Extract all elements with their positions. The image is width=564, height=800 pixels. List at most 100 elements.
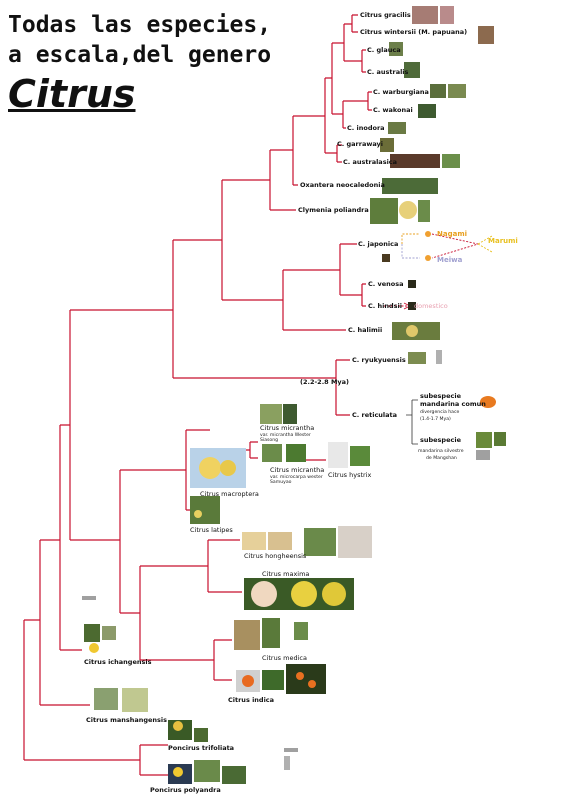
- thumb-indica-3: [286, 664, 326, 694]
- title-line-1: Todas las especies,: [8, 12, 272, 38]
- thumb-halimii-fruit: [406, 325, 418, 337]
- label-australasica: C. australasica: [343, 158, 397, 166]
- thumb-manshangensis: [94, 688, 118, 710]
- label-macroptera: Citrus macroptera: [200, 490, 259, 498]
- thumb-micrantha1-2: [283, 404, 297, 424]
- label-wintersii: Citrus wintersii (M. papuana): [360, 28, 467, 36]
- label-mya: (2.2-2.8 Mya): [300, 378, 349, 386]
- thumb-indica-2: [262, 670, 284, 690]
- thumb-hystrix: [328, 442, 348, 468]
- label-ryukyuensis: C. ryukyuensis: [352, 356, 406, 364]
- label-glauca: C. glauca: [367, 46, 401, 54]
- thumb-glauca: [389, 42, 403, 56]
- thumb-inodora: [388, 122, 406, 134]
- sub2-place: de Mangshan: [426, 455, 457, 461]
- label-reticulata: C. reticulata: [352, 411, 397, 419]
- label-micrantha-2-loc: Samuyao: [270, 479, 292, 485]
- thumb-micrantha2: [262, 444, 282, 462]
- label-indica: Citrus indica: [228, 696, 274, 704]
- species-thumbnails: [82, 6, 506, 784]
- label-hystrix: Citrus hystrix: [328, 471, 372, 479]
- thumb-hystrix-2: [350, 446, 370, 466]
- thumb-medica-2: [262, 618, 280, 648]
- label-oxantera: Oxantera neocaledonia: [300, 181, 385, 189]
- label-clymenia: Clymenia poliandra: [298, 206, 369, 214]
- label-trifoliata: Poncirus trifoliata: [168, 744, 234, 752]
- label-micrantha-1: Citrus micrantha: [260, 424, 314, 432]
- label-venosa: C. venosa: [368, 280, 404, 288]
- thumb-hindsii: [408, 302, 416, 310]
- thumb-ichangensis-2: [102, 626, 116, 640]
- label-australis: C. australis: [367, 68, 409, 76]
- thumb-wakonai: [418, 104, 436, 118]
- thumb-maxima-fruit: [251, 581, 277, 607]
- thumb-maxima-fruit-2: [291, 581, 317, 607]
- label-inodora: C. inodora: [347, 124, 385, 132]
- label-nagami: Nagami: [437, 230, 467, 238]
- label-gracilis: Citrus gracilis: [360, 11, 411, 19]
- sub1-note: divergencia hace: [420, 409, 460, 415]
- title-line-2: a escala,del genero: [8, 42, 272, 68]
- thumb-australis: [404, 62, 420, 78]
- thumb-manshangensis-2: [122, 688, 148, 712]
- thumb-ryukyuensis: [408, 352, 426, 364]
- thumb-hongheensis-3: [304, 528, 336, 556]
- thumb-micrantha2-2: [286, 444, 306, 462]
- thumb-polyandra-5: [284, 756, 290, 770]
- label-japonica: C. japonica: [358, 240, 398, 248]
- thumb-garrawayi: [380, 138, 394, 152]
- label-latipes: Citrus latipes: [190, 526, 233, 534]
- thumb-medica-3: [294, 622, 308, 640]
- thumb-ichangensis-3: [82, 596, 96, 600]
- thumb-macroptera-fruit: [199, 457, 221, 479]
- label-micrantha-1-loc: Siasong: [260, 437, 278, 443]
- label-micrantha-1-var: var. micrantha Wester: [260, 432, 311, 438]
- sub1-title: subespecie: [420, 392, 462, 400]
- thumb-polyandra-fruit: [173, 767, 183, 777]
- thumb-gracilis: [412, 6, 438, 24]
- thumb-macroptera-fruit-2: [220, 460, 236, 476]
- tree-annotations: Nagami Marumi Meiwa domestico (2.2-2.8 M…: [300, 230, 518, 461]
- thumb-mandarin: [480, 396, 496, 408]
- thumb-polyandra-2: [194, 760, 220, 782]
- title-genus: Citrus: [8, 72, 136, 116]
- sub1-date: (1.4-1.7 Mya): [420, 416, 451, 422]
- thumb-nagami: [425, 231, 431, 237]
- thumb-polyandra-4: [284, 748, 298, 752]
- label-domestico: domestico: [414, 302, 448, 310]
- label-ichangensis: Citrus ichangensis: [84, 658, 152, 666]
- thumb-polyandra-3: [222, 766, 246, 784]
- label-manshangensis: Citrus manshangensis: [86, 716, 167, 724]
- label-halimii: C. halimii: [348, 326, 382, 334]
- thumb-indica-fruit-3: [308, 680, 316, 688]
- label-medica: Citrus medica: [262, 654, 307, 662]
- label-wakonai: C. wakonai: [373, 106, 413, 114]
- label-meiwa: Meiwa: [437, 256, 463, 264]
- thumb-clymenia-fruit: [399, 201, 417, 219]
- thumb-maxima-fruit-3: [322, 582, 346, 606]
- thumb-indica-fruit: [242, 675, 254, 687]
- thumb-ryukyuensis-2: [436, 350, 442, 364]
- thumb-warburgiana-2: [448, 84, 466, 98]
- thumb-japonica: [382, 254, 390, 262]
- thumb-trifoliata-2: [194, 728, 208, 742]
- thumb-medica: [234, 620, 260, 650]
- label-hongheensis: Citrus hongheensis: [244, 552, 307, 560]
- page-title: Todas las especies, a escala,del genero …: [8, 10, 308, 118]
- thumb-hongheensis-4: [338, 526, 372, 558]
- label-warburgiana: C. warburgiana: [373, 88, 429, 96]
- label-garrawayi: C. garrawayi: [337, 140, 383, 148]
- thumb-meiwa: [425, 255, 431, 261]
- thumb-wintersii: [478, 26, 494, 44]
- thumb-australasica-2: [442, 154, 460, 168]
- label-maxima: Citrus maxima: [262, 570, 309, 578]
- species-labels: Citrus gracilis Citrus wintersii (M. pap…: [84, 11, 467, 794]
- thumb-hongheensis-2: [268, 532, 292, 550]
- thumb-venosa: [408, 280, 416, 288]
- thumb-ichangensis-fruit: [89, 643, 99, 653]
- thumb-ichangensis: [84, 624, 100, 642]
- label-marumi: Marumi: [488, 237, 518, 245]
- thumb-mangshan: [476, 432, 492, 448]
- label-micrantha-2-var: var. microcarpa wester: [270, 474, 323, 480]
